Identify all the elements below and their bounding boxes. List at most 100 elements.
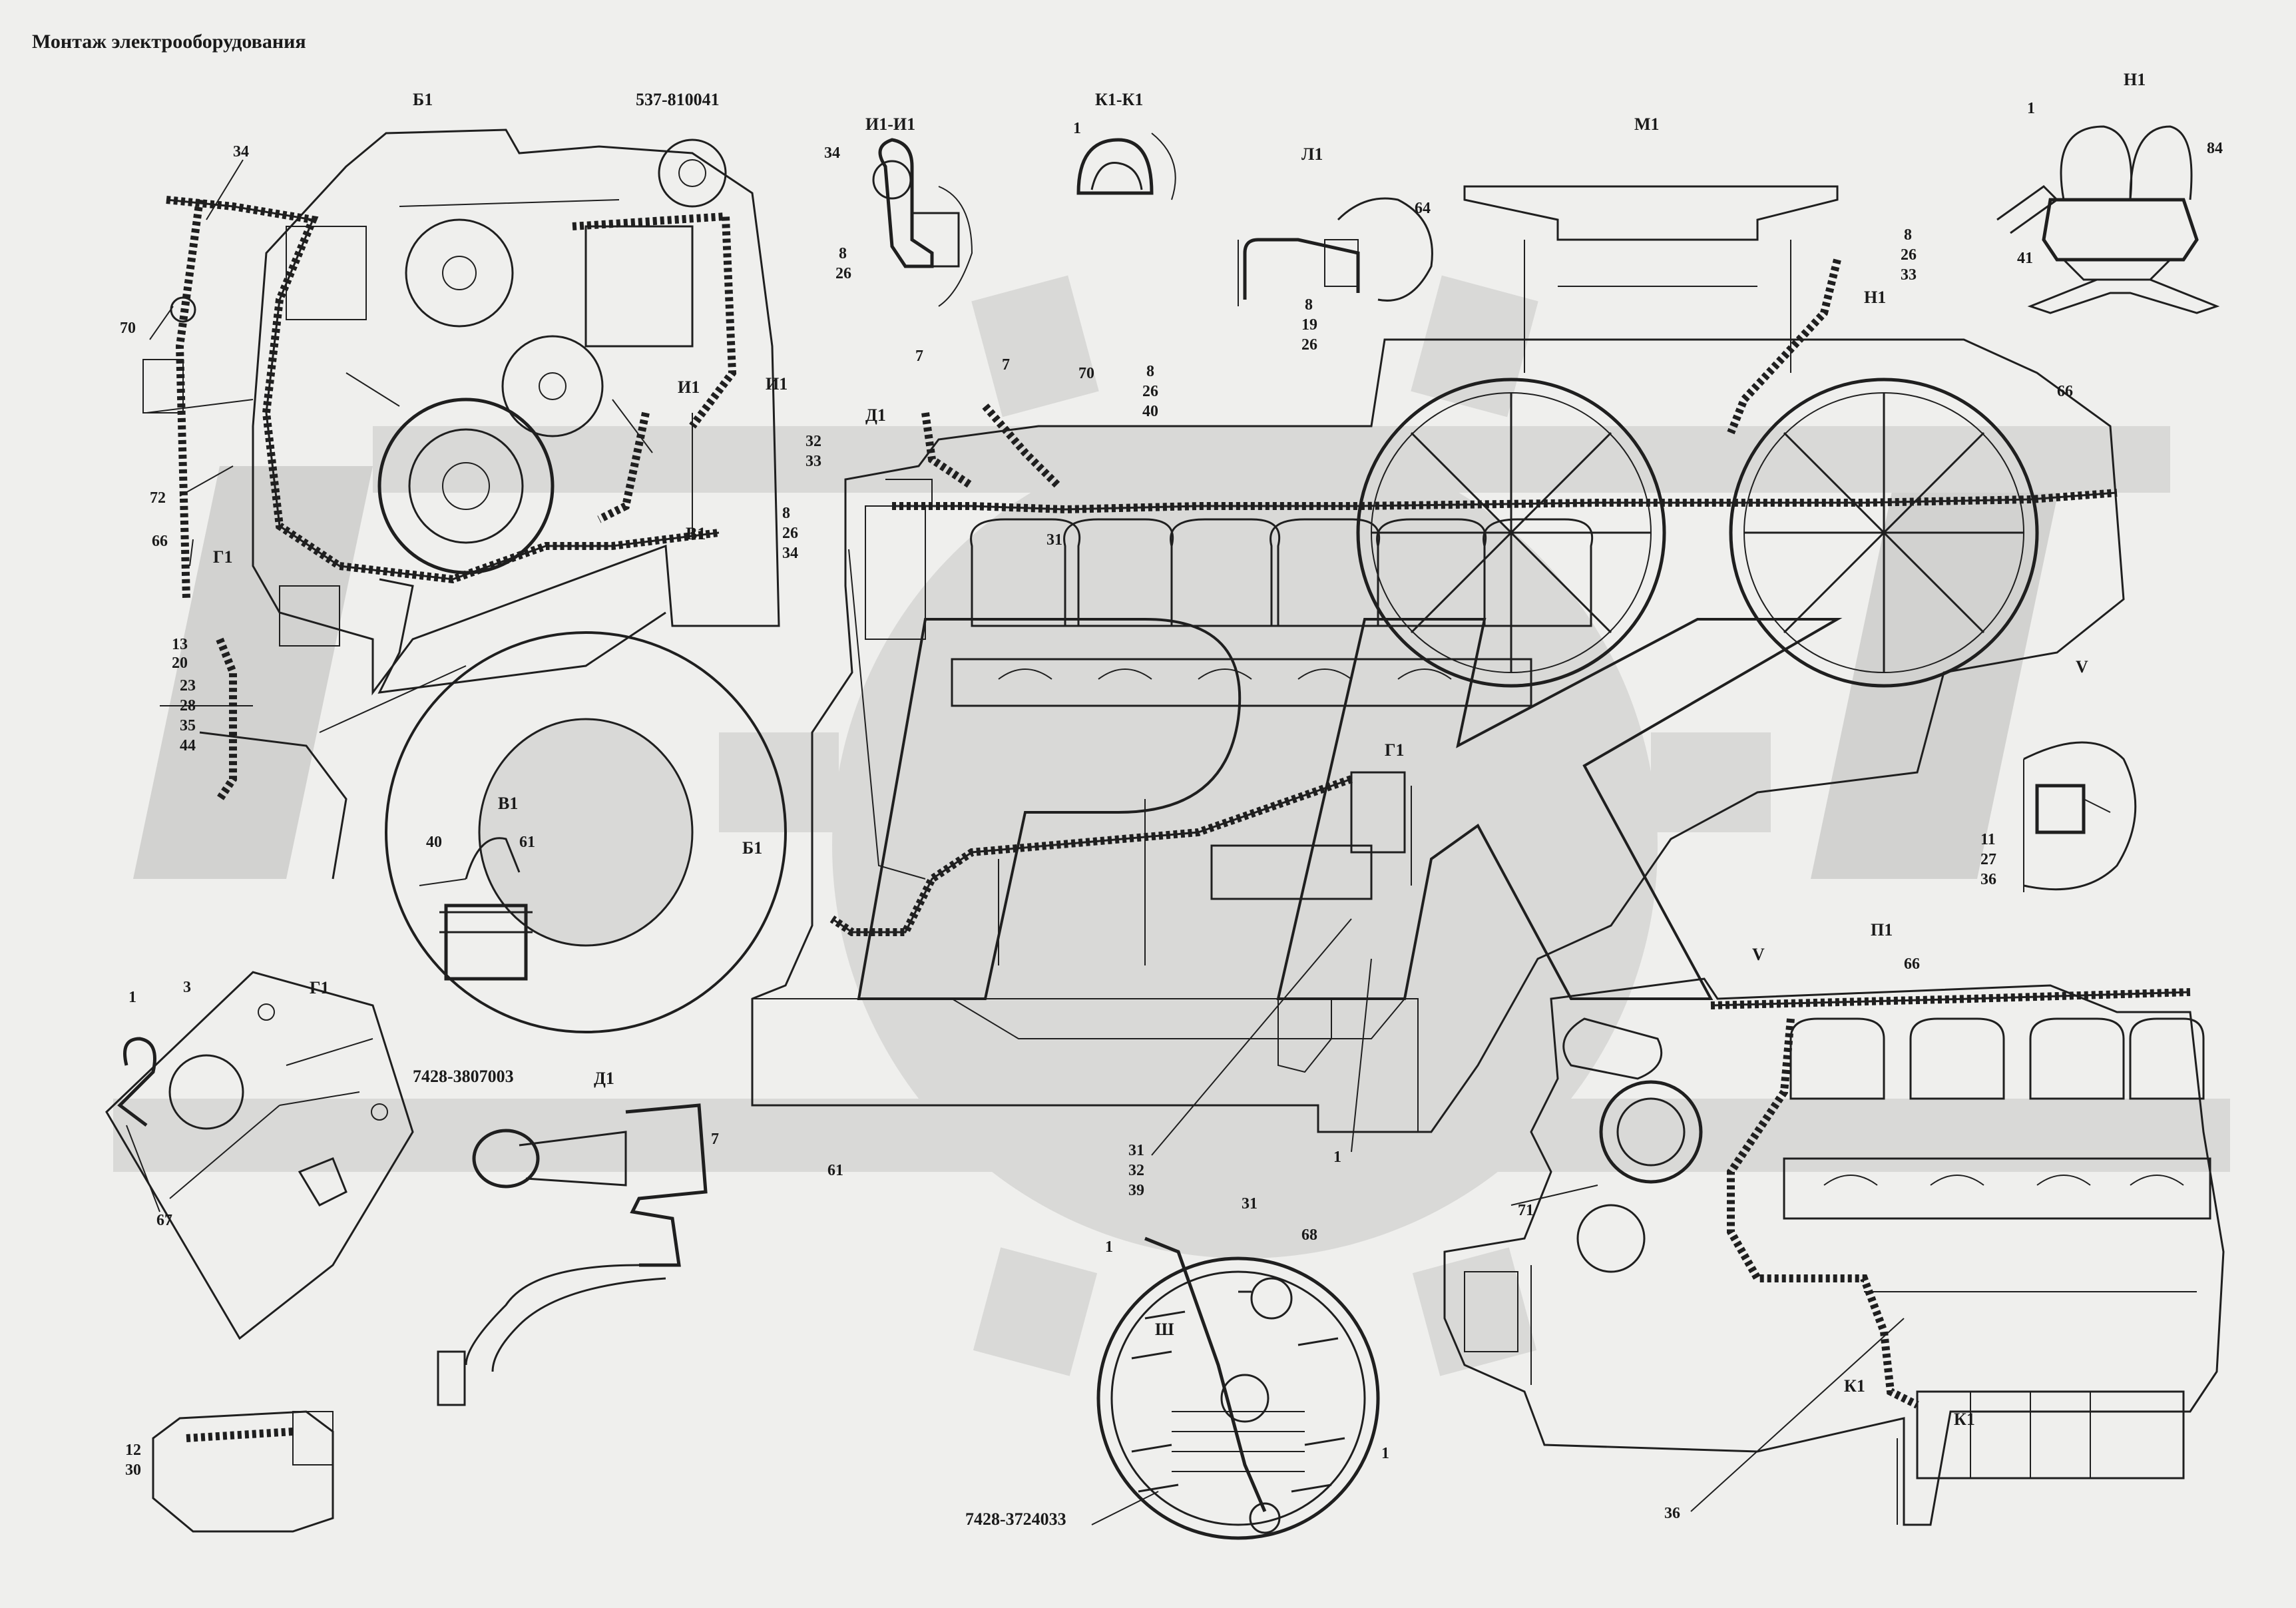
callout-35: 35 [180, 717, 196, 734]
view-m1-label: М1 [1634, 115, 1660, 134]
callout-27: 27 [1980, 851, 1996, 868]
callout-84: 84 [2207, 140, 2223, 157]
p1-cylinders [1789, 1017, 2205, 1100]
view-v1-label: В1 [498, 794, 518, 813]
callout-13: 13 [172, 636, 188, 653]
callout-61-v1: 61 [519, 834, 535, 851]
callout-66: 66 [152, 533, 168, 550]
mark-i1-a: И1 [678, 378, 700, 397]
callout-41: 41 [2017, 250, 2033, 267]
view-b1-label: Б1 [413, 90, 433, 109]
detail-n1 [1996, 125, 2220, 314]
view-p1-label: П1 [1871, 920, 1893, 939]
callout-26-m: 26 [1142, 383, 1158, 400]
watermark-letters [385, 618, 1843, 1033]
callout-8-b1: 8 [782, 505, 790, 522]
view-d1-label: Д1 [594, 1069, 614, 1088]
callout-40-m: 40 [1142, 403, 1158, 420]
fan-wheels [1356, 378, 2039, 688]
callout-44: 44 [180, 737, 196, 754]
callout-34-i1: 34 [824, 144, 840, 162]
view-i1-i1-label: И1-И1 [865, 115, 915, 134]
callout-26-i1: 26 [835, 265, 851, 282]
callout-70: 70 [120, 320, 136, 337]
detail-v [2023, 741, 2137, 892]
callout-33: 33 [805, 453, 821, 470]
callout-3-g1: 3 [183, 979, 191, 996]
callout-28: 28 [180, 697, 196, 714]
engine-front-view [142, 129, 780, 880]
cylinder-row [970, 518, 1593, 627]
callout-34-b1: 34 [782, 545, 798, 562]
callout-33-n: 33 [1901, 266, 1917, 284]
view-g1-label: Г1 [310, 978, 330, 997]
callout-66-p1: 66 [1904, 955, 1920, 973]
exhaust-manifold [951, 658, 1532, 707]
mark-k1-a: К1 [1844, 1376, 1865, 1396]
engine-side-view [751, 185, 2125, 1133]
callout-12: 12 [125, 1442, 141, 1459]
detail-i1-i1 [872, 138, 973, 307]
arrow-g1-label: Г1 [213, 547, 233, 567]
engine-p1-view [1443, 977, 2225, 1526]
arrow-d1-label: Д1 [865, 405, 886, 425]
callout-7-b: 7 [1002, 356, 1010, 374]
mark-i1-b: И1 [766, 374, 788, 394]
callout-8-m: 8 [1146, 363, 1154, 380]
detail-k1-k1 [1076, 133, 1176, 200]
callout-32: 32 [805, 433, 821, 450]
page-title: Монтаж электрооборудования [32, 31, 306, 53]
callout-71: 71 [1518, 1202, 1534, 1219]
watermark-logo [113, 275, 2230, 1376]
view-l1-label: Л1 [1301, 144, 1323, 164]
callout-70-m: 70 [1078, 365, 1094, 382]
arrow-n1-label: Н1 [1864, 288, 1886, 307]
mark-sh: Ш [1155, 1320, 1174, 1339]
callout-1-n1: 1 [2027, 100, 2035, 117]
callout-30: 30 [125, 1462, 141, 1479]
callout-31-m: 31 [1046, 531, 1062, 549]
callout-1-sh-b: 1 [1381, 1445, 1389, 1462]
callout-36-p1: 36 [1664, 1505, 1680, 1522]
callout-36-v: 36 [1980, 871, 1996, 888]
detail-l1 [1238, 197, 1433, 306]
callout-32-b: 32 [1128, 1162, 1144, 1179]
part-537-label: 537-810041 [636, 90, 720, 109]
callout-20: 20 [172, 655, 188, 672]
callout-1-sh: 1 [1105, 1238, 1113, 1256]
callout-31-b: 31 [1128, 1142, 1144, 1159]
callout-8-n: 8 [1904, 226, 1912, 244]
callout-11: 11 [1980, 831, 1996, 848]
callout-26-l1: 26 [1301, 336, 1317, 354]
callout-1-b: 1 [1333, 1149, 1341, 1166]
arrow-b1-label: Б1 [742, 838, 762, 858]
callout-67: 67 [156, 1212, 172, 1229]
view-n1-label: Н1 [2124, 70, 2146, 89]
callout-31-sh: 31 [1242, 1195, 1258, 1212]
callout-23: 23 [180, 677, 196, 694]
callout-7-a: 7 [915, 348, 923, 365]
callout-61: 61 [827, 1162, 843, 1179]
detail-12-30 [152, 1410, 334, 1533]
detail-g1 [105, 971, 414, 1340]
callout-68: 68 [1301, 1226, 1317, 1244]
part-7428-3807003-label: 7428-3807003 [413, 1067, 514, 1086]
callout-34: 34 [233, 143, 249, 160]
callout-19-l1: 19 [1301, 316, 1317, 334]
callout-72: 72 [150, 489, 166, 507]
callout-1-k1: 1 [1073, 120, 1081, 137]
text-labels: Монтаж электрооборудования Б1 537-810041… [32, 31, 2223, 1529]
callout-8-l1: 8 [1305, 296, 1313, 314]
detail-v1 [419, 837, 533, 981]
callout-26-b1: 26 [782, 525, 798, 542]
callout-39-b: 39 [1128, 1182, 1144, 1199]
callout-64: 64 [1415, 200, 1431, 217]
detail-sh-round [1096, 1236, 1380, 1540]
part-7428-3724033-label: 7428-3724033 [965, 1509, 1066, 1529]
callout-1-g1: 1 [128, 989, 136, 1006]
mark-k1-b: К1 [1954, 1410, 1975, 1429]
callout-66-m: 66 [2057, 383, 2073, 400]
view-k1-k1-label: К1-К1 [1095, 90, 1143, 109]
view-v-label: V [2076, 657, 2088, 676]
